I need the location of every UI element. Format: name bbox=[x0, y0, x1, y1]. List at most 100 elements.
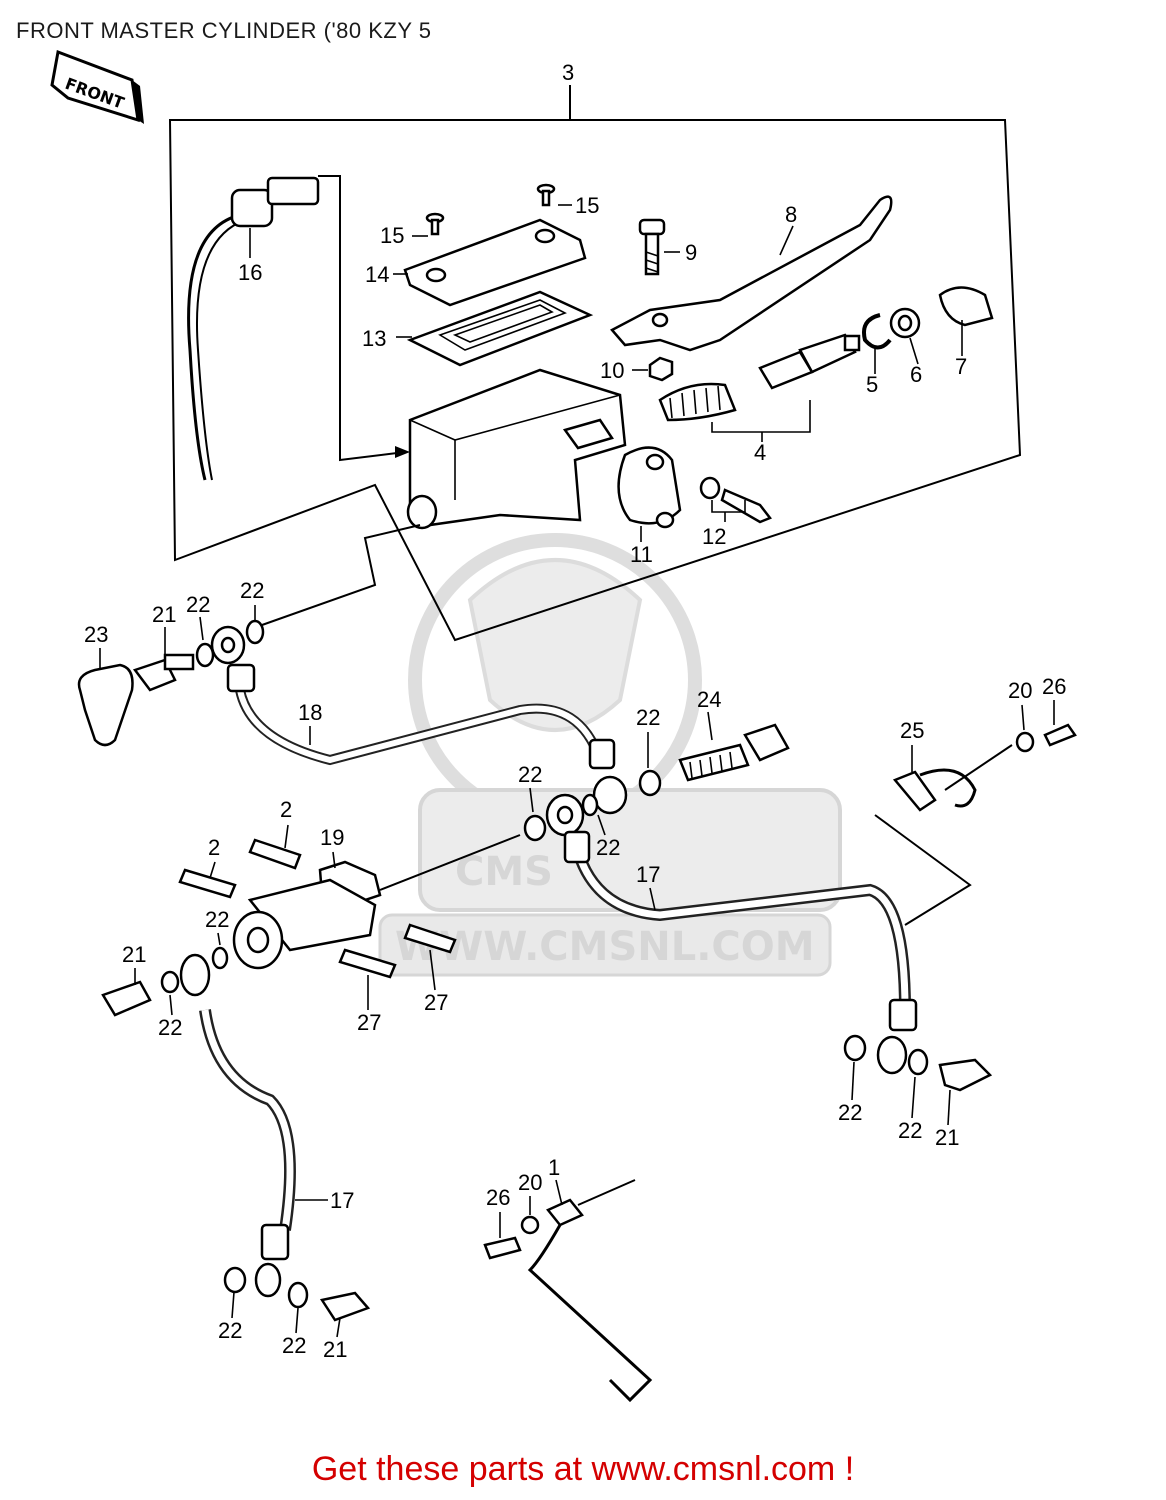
screw-15b bbox=[536, 183, 556, 207]
callout-24: 24 bbox=[697, 687, 721, 712]
upper-brake-hose bbox=[226, 663, 616, 770]
washer-20-lower bbox=[520, 1215, 540, 1235]
callout-26b: 26 bbox=[486, 1185, 510, 1210]
callout-labels: 3 16 15 15 14 13 8 9 10 5 6 7 4 11 12 23… bbox=[84, 60, 1066, 1362]
reservoir-cap bbox=[403, 218, 587, 307]
screw-15a bbox=[425, 212, 445, 236]
callout-8: 8 bbox=[785, 202, 797, 227]
clamp-bolt bbox=[699, 476, 772, 524]
callout-22i: 22 bbox=[898, 1118, 922, 1143]
right-brake-hose bbox=[563, 830, 918, 1075]
callout-1: 1 bbox=[548, 1155, 560, 1180]
callout-22f: 22 bbox=[205, 907, 229, 932]
callout-22a: 22 bbox=[186, 592, 210, 617]
watermark-url: WWW.CMSNL.COM bbox=[395, 924, 815, 970]
washer-22-e bbox=[843, 1034, 867, 1062]
washer-20-upper bbox=[1015, 731, 1035, 753]
callout-11: 11 bbox=[630, 542, 653, 567]
banjo-17-upper bbox=[545, 775, 628, 837]
callout-19: 19 bbox=[320, 825, 344, 850]
brake-lever bbox=[610, 195, 893, 352]
hose-clamp-25 bbox=[874, 768, 977, 926]
callout-2a: 2 bbox=[280, 797, 292, 822]
three-way-bolt-24 bbox=[678, 723, 790, 782]
callout-27b: 27 bbox=[424, 990, 448, 1015]
watermark-brand: CMS bbox=[455, 849, 553, 895]
callout-20b: 20 bbox=[518, 1170, 542, 1195]
washer-22-d bbox=[523, 814, 547, 842]
hose-joint-19 bbox=[232, 860, 382, 970]
bolt-2a bbox=[248, 838, 302, 870]
callout-25: 25 bbox=[900, 718, 924, 743]
callout-22e: 22 bbox=[596, 835, 620, 860]
callout-21d: 21 bbox=[323, 1337, 347, 1362]
cms-watermark: CMS WWW.CMSNL.COM bbox=[378, 533, 842, 977]
diaphragm bbox=[406, 290, 594, 367]
bolt-2b bbox=[178, 868, 237, 899]
washer-22-j bbox=[287, 1281, 309, 1309]
hose-guide-bracket bbox=[527, 1179, 653, 1403]
clamp bbox=[617, 446, 682, 529]
footer-link-text[interactable]: Get these parts at www.cmsnl.com ! bbox=[311, 1450, 855, 1488]
callout-3: 3 bbox=[562, 60, 574, 85]
callout-22d: 22 bbox=[518, 762, 542, 787]
pin-27a bbox=[403, 923, 457, 954]
washer-22-upper-a bbox=[195, 642, 215, 668]
bleeder-cap-23 bbox=[77, 663, 134, 747]
master-cylinder-body bbox=[406, 368, 627, 530]
assembly-outline bbox=[168, 119, 1022, 642]
piston-assembly bbox=[658, 333, 861, 422]
bolt-26-upper bbox=[1043, 723, 1077, 747]
banjo-bolt-21-upper bbox=[132, 653, 195, 692]
callout-21b: 21 bbox=[122, 942, 146, 967]
callout-22c: 22 bbox=[636, 705, 660, 730]
pivot-bolt bbox=[638, 218, 666, 276]
bolt-26-lower bbox=[483, 1236, 522, 1260]
lever-nut bbox=[648, 356, 674, 382]
callout-22b: 22 bbox=[240, 578, 264, 603]
washer-6 bbox=[889, 307, 921, 339]
callout-4: 4 bbox=[754, 440, 766, 465]
callout-10: 10 bbox=[600, 358, 624, 383]
callout-17b: 17 bbox=[330, 1188, 354, 1213]
callout-22h: 22 bbox=[838, 1100, 862, 1125]
snap-ring bbox=[862, 313, 892, 350]
banjo-bolt-21-lower bbox=[319, 1291, 371, 1322]
callout-14: 14 bbox=[365, 262, 389, 287]
callout-27a: 27 bbox=[357, 1010, 381, 1035]
callout-17a: 17 bbox=[636, 862, 660, 887]
banjo-bolt-21-right bbox=[938, 1058, 993, 1092]
callout-12: 12 bbox=[702, 524, 726, 549]
callout-18: 18 bbox=[298, 700, 322, 725]
callout-21c: 21 bbox=[935, 1125, 959, 1150]
left-brake-hose bbox=[179, 953, 296, 1298]
callout-22k: 22 bbox=[282, 1333, 306, 1358]
washer-22-g bbox=[211, 946, 229, 970]
page-title: FRONT MASTER CYLINDER ('80 KZY 5 bbox=[16, 18, 432, 43]
callout-16: 16 bbox=[238, 260, 262, 285]
washer-22-h bbox=[160, 970, 180, 994]
callout-15b: 15 bbox=[575, 193, 599, 218]
callout-23: 23 bbox=[84, 622, 108, 647]
brake-light-switch bbox=[187, 175, 410, 481]
hose-banjo-upper-left bbox=[210, 625, 246, 665]
washer-22-upper-b bbox=[245, 619, 265, 645]
callout-20a: 20 bbox=[1008, 678, 1032, 703]
callout-7: 7 bbox=[955, 354, 967, 379]
callout-2b: 2 bbox=[208, 835, 220, 860]
leader-lines bbox=[99, 204, 1055, 1338]
banjo-bolt-21-left bbox=[101, 980, 152, 1017]
callout-21a: 21 bbox=[152, 602, 176, 627]
callout-22j: 22 bbox=[218, 1318, 242, 1343]
callout-26a: 26 bbox=[1042, 674, 1066, 699]
washer-22-i bbox=[223, 1266, 247, 1294]
dust-boot bbox=[938, 286, 994, 327]
washer-22-c bbox=[638, 769, 662, 797]
callout-6: 6 bbox=[910, 362, 922, 387]
pin-27b bbox=[338, 948, 397, 979]
callout-9: 9 bbox=[685, 240, 697, 265]
washer-22-f bbox=[907, 1048, 929, 1076]
callout-13: 13 bbox=[362, 326, 386, 351]
callout-22g: 22 bbox=[158, 1015, 182, 1040]
